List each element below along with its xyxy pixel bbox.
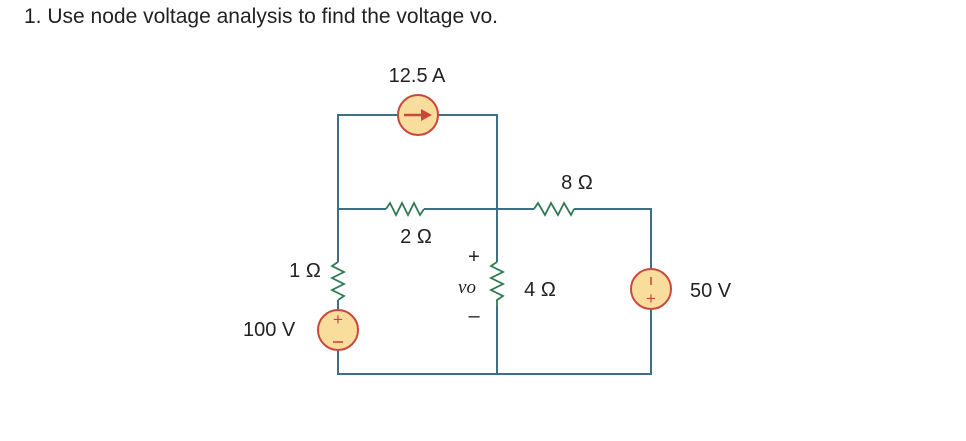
resistor-8-ohm	[533, 201, 575, 217]
vo-label: vo	[458, 277, 476, 298]
label-2-ohm: 2 Ω	[400, 226, 432, 248]
voltage-source-100v-body	[317, 309, 359, 351]
vo-minus-sign: –	[468, 305, 480, 327]
label-1-ohm: 1 Ω	[289, 260, 321, 282]
plus-icon: +	[333, 310, 343, 329]
plus-icon: +	[646, 289, 656, 308]
voltage-source-100v: +	[317, 309, 359, 351]
wire-right-top	[574, 208, 652, 270]
voltage-source-50v: +	[630, 268, 672, 310]
label-4-ohm: 4 Ω	[524, 279, 556, 301]
resistor-2-ohm	[385, 200, 425, 218]
label-50v: 50 V	[690, 280, 732, 302]
wire-top-loop	[337, 114, 498, 262]
wires	[337, 114, 652, 375]
label-100v: 100 V	[243, 319, 296, 341]
question-text: 1. Use node voltage analysis to find the…	[24, 5, 498, 28]
current-source	[397, 94, 439, 136]
wire-right-bottom	[337, 308, 652, 375]
current-arrowhead-icon	[421, 109, 432, 121]
label-8-ohm: 8 Ω	[561, 172, 593, 194]
label-current-source: 12.5 A	[389, 65, 446, 87]
resistor-1-ohm	[329, 261, 347, 301]
vo-plus-sign: +	[468, 246, 480, 268]
resistor-4-ohm	[488, 261, 506, 306]
voltage-source-50v-body	[630, 268, 672, 310]
